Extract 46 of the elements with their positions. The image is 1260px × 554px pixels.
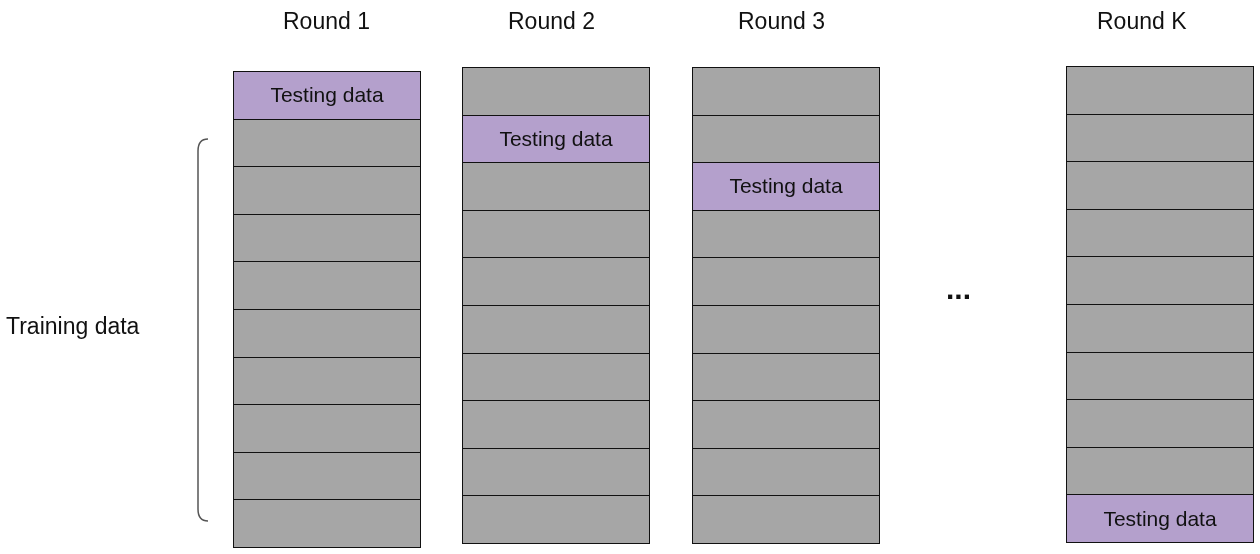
testing-data-block: Testing data: [1066, 494, 1254, 543]
ellipsis: ...: [946, 272, 971, 306]
testing-data-block: Testing data: [462, 114, 650, 164]
training-data-block: [692, 400, 880, 449]
training-data-block: [233, 404, 421, 453]
training-data-block: [462, 495, 650, 544]
training-data-block: [692, 352, 880, 402]
training-data-block: [1066, 446, 1254, 496]
round-heading: Round 3: [738, 8, 825, 35]
testing-data-block: Testing data: [233, 71, 421, 120]
training-data-block: [1066, 399, 1254, 448]
training-data-block: [1066, 66, 1254, 115]
training-data-block: [462, 209, 650, 259]
training-data-block: [692, 447, 880, 497]
training-data-block: [692, 495, 880, 544]
training-data-block: [462, 257, 650, 306]
round-heading: Round K: [1097, 8, 1187, 35]
testing-data-block: Testing data: [692, 162, 880, 211]
round-heading: Round 2: [508, 8, 595, 35]
training-data-block: [1066, 113, 1254, 163]
training-data-block: [692, 305, 880, 354]
training-data-block: [462, 162, 650, 211]
training-data-block: [233, 118, 421, 168]
training-data-block: [233, 356, 421, 406]
training-data-block: [462, 305, 650, 354]
training-data-block: [462, 67, 650, 116]
side-label: Training data: [6, 313, 140, 340]
training-data-block: [692, 67, 880, 116]
training-data-block: [692, 257, 880, 306]
training-data-block: [233, 261, 421, 310]
round-heading: Round 1: [283, 8, 370, 35]
training-data-block: [1066, 351, 1254, 401]
training-data-block: [233, 499, 421, 548]
training-data-block: [462, 447, 650, 497]
training-data-block: [233, 213, 421, 263]
training-data-block: [692, 209, 880, 259]
training-data-block: [462, 400, 650, 449]
training-data-block: [1066, 256, 1254, 305]
training-data-block: [692, 114, 880, 164]
training-data-block: [233, 166, 421, 215]
training-data-block: [462, 352, 650, 402]
training-data-block: [233, 451, 421, 501]
training-data-block: [1066, 208, 1254, 258]
training-data-block: [1066, 161, 1254, 210]
training-data-block: [1066, 304, 1254, 353]
training-data-block: [233, 309, 421, 358]
